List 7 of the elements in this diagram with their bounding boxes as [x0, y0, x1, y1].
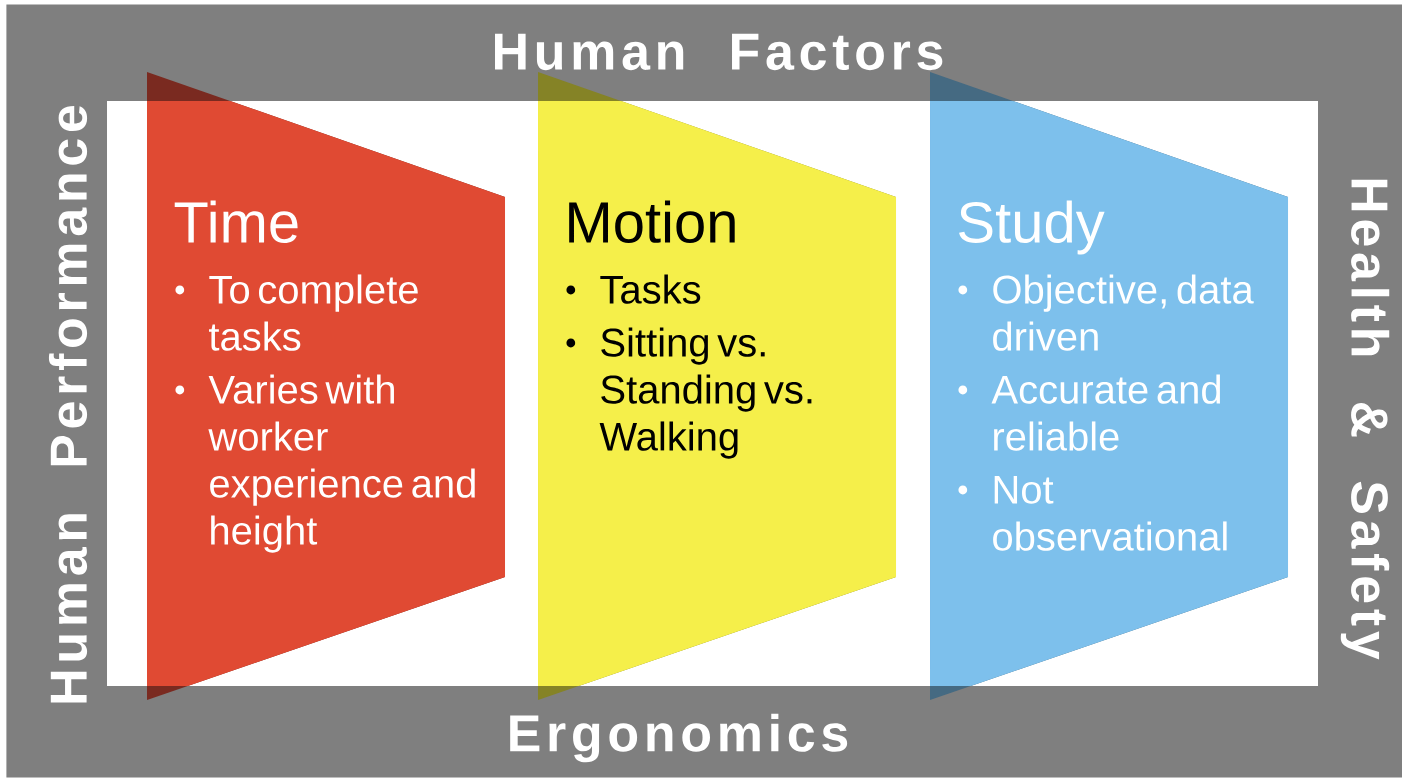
trapezoid-panel: Time To complete tasks Varies with worker experience and height	[147, 72, 505, 700]
trapezoid-panel: Motion Tasks Sitting vs. Standing vs. Walking	[538, 72, 896, 700]
trapezoid-panel: Study Objective, data driven Accurate and reliable Not observational	[930, 72, 1288, 700]
band-label: Human Factors	[495, 33, 943, 71]
band-label: Health & Safety	[1340, 179, 1390, 660]
band-label: Human Performance	[48, 105, 88, 703]
band-label: Ergonomics	[510, 713, 848, 763]
